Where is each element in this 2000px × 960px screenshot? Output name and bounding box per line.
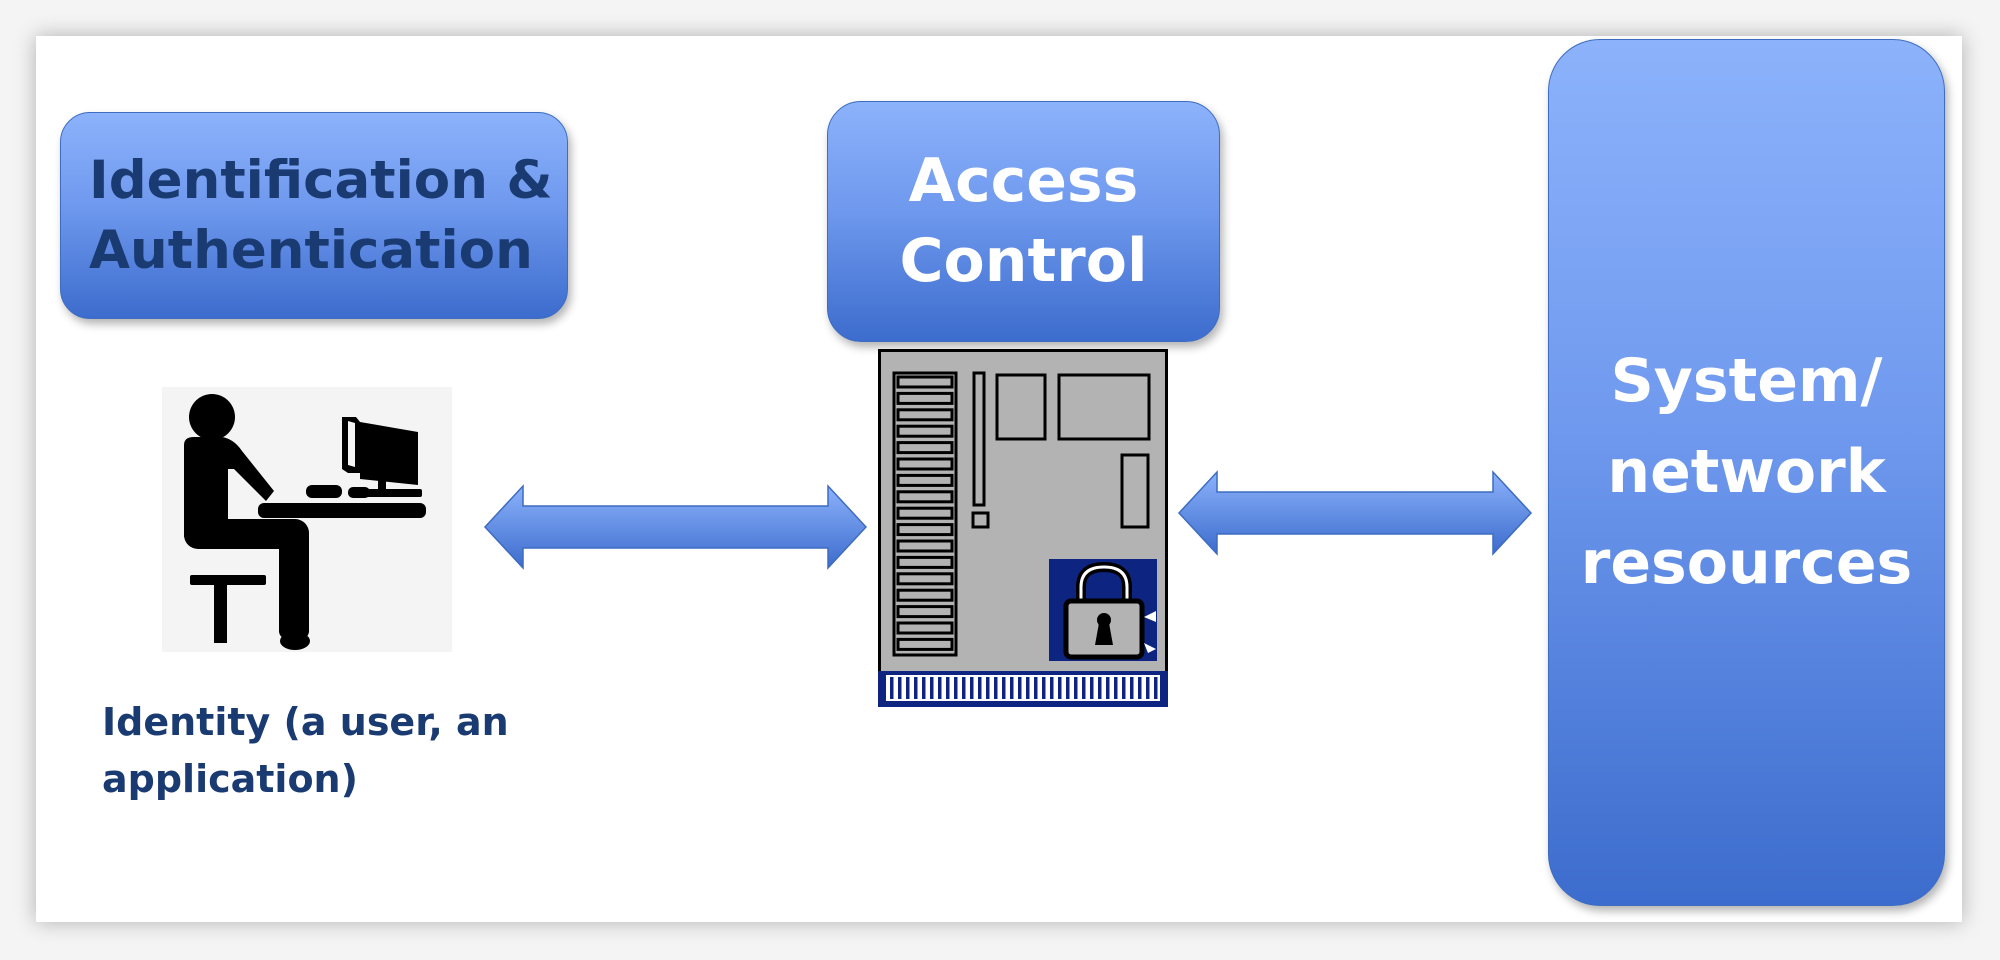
- identity-caption: Identity (a user, an application): [102, 700, 509, 801]
- board-slot: [896, 506, 954, 520]
- connector-pin: [1002, 677, 1006, 699]
- connector-pin: [1034, 677, 1038, 699]
- connector-pin: [978, 677, 982, 699]
- connector-pin: [1154, 677, 1158, 699]
- access-system-double-arrow: [1177, 470, 1533, 556]
- connector-pin: [970, 677, 974, 699]
- board-slot: [896, 588, 954, 602]
- connector-pin: [1138, 677, 1142, 699]
- connector-pin: [1042, 677, 1046, 699]
- connector-pin: [1090, 677, 1094, 699]
- board-slot: [896, 391, 954, 405]
- connector-pin: [1010, 677, 1014, 699]
- diagram-canvas: Identification & Authentication Access C…: [36, 36, 1962, 922]
- connector-pin: [890, 677, 894, 699]
- connector-pin: [962, 677, 966, 699]
- connector-pin: [1130, 677, 1134, 699]
- connector-pin: [1050, 677, 1054, 699]
- connector-pin: [1122, 677, 1126, 699]
- board-slot: [896, 621, 954, 635]
- connector-pin: [954, 677, 958, 699]
- circuit-board-with-lock-icon: [878, 349, 1168, 707]
- connector-pin: [1058, 677, 1062, 699]
- connector-pin: [1114, 677, 1118, 699]
- connector-pin: [914, 677, 918, 699]
- board-slot: [896, 572, 954, 586]
- connector-pin: [1106, 677, 1110, 699]
- padlock-icon: [1049, 559, 1157, 661]
- connector-pin: [1098, 677, 1102, 699]
- connector-pin: [1018, 677, 1022, 699]
- board-slot: [896, 473, 954, 487]
- board-slot: [896, 490, 954, 504]
- connector-pin: [938, 677, 942, 699]
- board-slot: [896, 555, 954, 569]
- board-slot: [896, 457, 954, 471]
- identification-authentication-label: Identification & Authentication: [89, 149, 553, 281]
- connector-pin: [1082, 677, 1086, 699]
- connector-pin: [906, 677, 910, 699]
- board-slot: [896, 523, 954, 537]
- connector-pin: [1146, 677, 1150, 699]
- board-slot: [896, 441, 954, 455]
- access-control-label: Access Control: [899, 146, 1148, 296]
- connector-pin: [946, 677, 950, 699]
- connector-pin: [922, 677, 926, 699]
- connector-pin: [930, 677, 934, 699]
- person-at-computer-icon: [162, 387, 452, 652]
- connector-pin: [898, 677, 902, 699]
- board-slot: [896, 637, 954, 651]
- system-network-resources-label: System/ network resources: [1580, 345, 1913, 599]
- board-slot: [896, 539, 954, 553]
- connector-pin: [1066, 677, 1070, 699]
- connector-pin: [1026, 677, 1030, 699]
- connector-pin: [1074, 677, 1078, 699]
- identity-access-double-arrow: [483, 484, 868, 570]
- access-control-box: Access Control: [827, 101, 1220, 342]
- board-slot: [896, 375, 954, 389]
- board-slot: [896, 408, 954, 422]
- board-slot: [896, 605, 954, 619]
- connector-pin: [994, 677, 998, 699]
- connector-pin: [986, 677, 990, 699]
- identification-authentication-box: Identification & Authentication: [60, 112, 568, 319]
- board-slot: [896, 424, 954, 438]
- system-network-resources-box: System/ network resources: [1548, 39, 1945, 906]
